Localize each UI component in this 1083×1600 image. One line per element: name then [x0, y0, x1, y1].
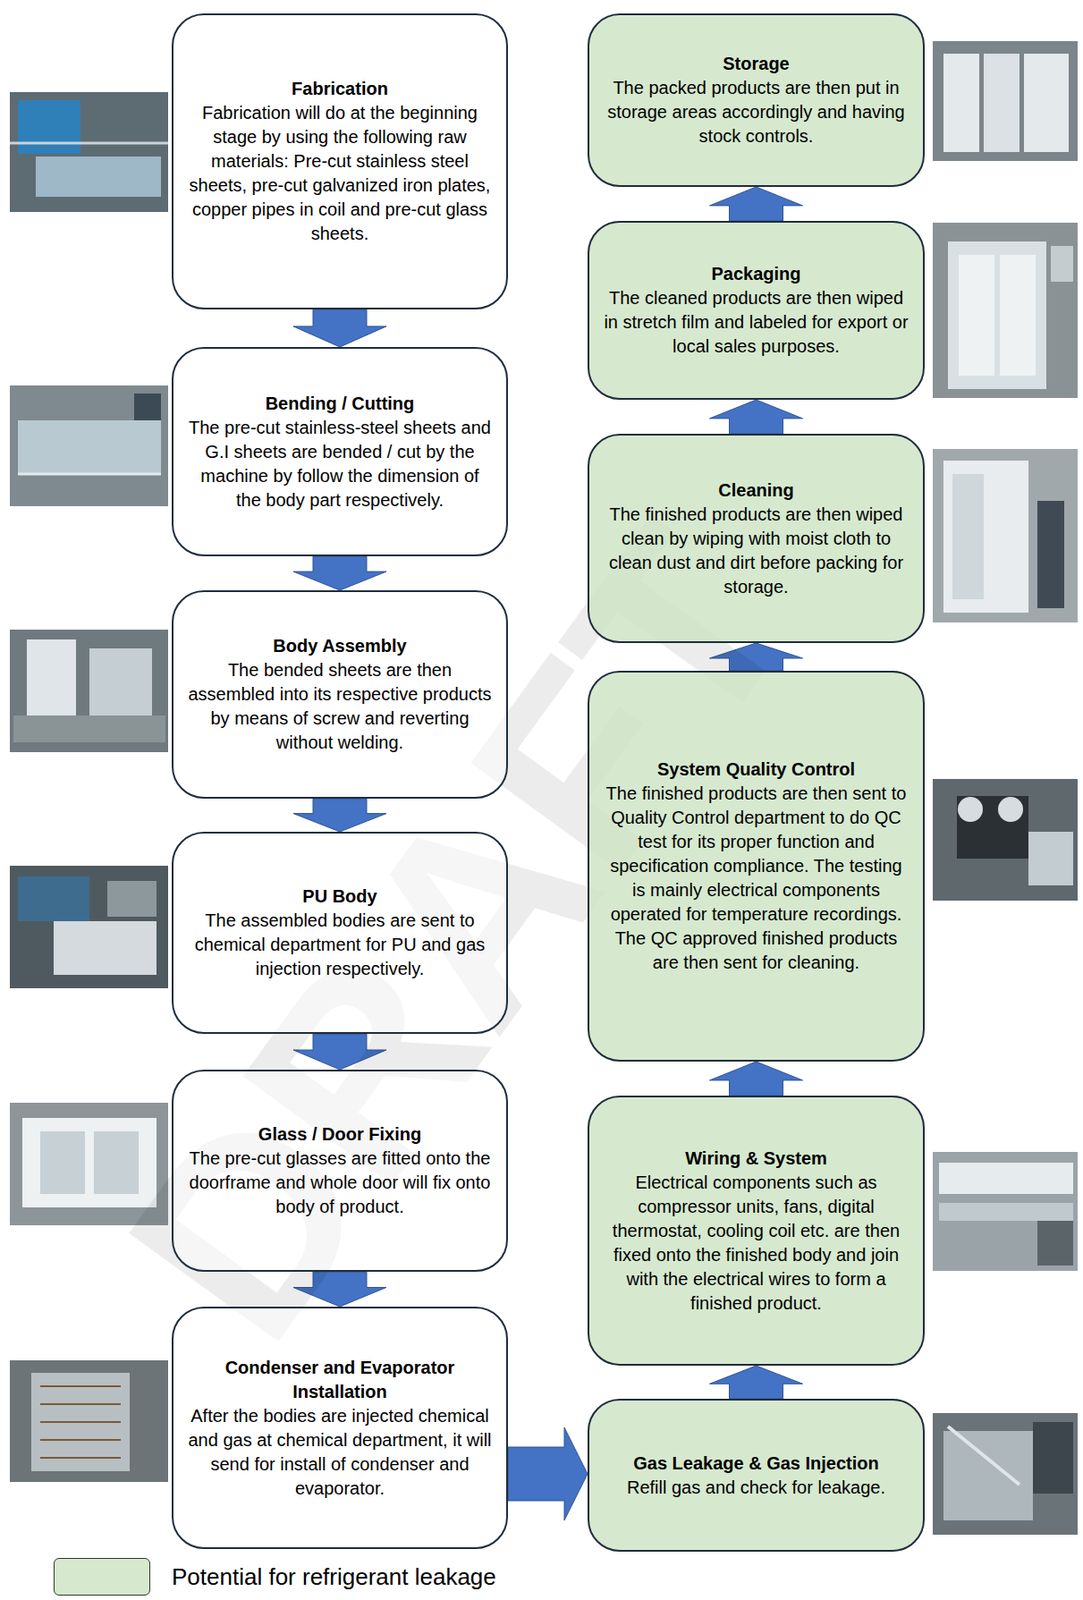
- step-title: Glass / Door Fixing: [186, 1122, 494, 1147]
- step-title: Bending / Cutting: [186, 391, 494, 416]
- process-box: Body AssemblyThe bended sheets are then …: [171, 590, 508, 799]
- box-text: CleaningThe finished products are then w…: [601, 478, 911, 600]
- legend-text: Potential for refrigerant leakage: [171, 1562, 497, 1591]
- step-description: The assembled bodies are sent to chemica…: [186, 908, 494, 982]
- photo: [932, 1412, 1078, 1535]
- block-arrow: [507, 1427, 588, 1521]
- step-title: Cleaning: [601, 478, 911, 503]
- step-description: The pre-cut stainless-steel sheets and G…: [186, 415, 494, 513]
- step-title: Condenser and Evaporator Installation: [186, 1355, 494, 1405]
- process-box: Wiring & SystemElectrical components suc…: [587, 1095, 925, 1366]
- process-box: PackagingThe cleaned products are then w…: [587, 220, 925, 400]
- photo: [932, 41, 1078, 161]
- step-description: The cleaned products are then wiped in s…: [601, 286, 911, 359]
- process-box: FabricationFabrication will do at the be…: [171, 13, 508, 310]
- process-box: Gas Leakage & Gas InjectionRefill gas an…: [587, 1398, 925, 1552]
- photo: [932, 778, 1078, 901]
- step-title: System Quality Control: [601, 757, 911, 782]
- process-box: StorageThe packed products are then put …: [587, 13, 925, 187]
- block-arrow: [710, 643, 804, 671]
- box-text: FabricationFabrication will do at the be…: [186, 76, 494, 246]
- photo: [9, 865, 169, 989]
- process-box: Condenser and Evaporator InstallationAft…: [171, 1306, 508, 1549]
- process-box: System Quality ControlThe finished produ…: [587, 670, 925, 1062]
- step-title: Storage: [601, 51, 911, 77]
- photo: [9, 1102, 169, 1226]
- step-title: Fabrication: [186, 76, 494, 102]
- block-arrow: [293, 798, 387, 832]
- step-title: Packaging: [601, 262, 911, 287]
- step-description: Refill gas and check for leakage.: [601, 1475, 911, 1500]
- step-title: PU Body: [186, 884, 494, 909]
- step-title: Gas Leakage & Gas Injection: [601, 1451, 911, 1476]
- legend-swatch: [53, 1557, 151, 1596]
- process-box: PU BodyThe assembled bodies are sent to …: [171, 831, 508, 1034]
- process-box: Glass / Door FixingThe pre-cut glasses a…: [171, 1069, 508, 1272]
- block-arrow: [293, 1271, 387, 1307]
- step-description: Electrical components such as compressor…: [601, 1170, 911, 1316]
- photo: [932, 222, 1078, 398]
- process-box: CleaningThe finished products are then w…: [587, 433, 925, 644]
- step-title: Wiring & System: [601, 1146, 911, 1171]
- step-description: The pre-cut glasses are fitted onto the …: [186, 1146, 494, 1219]
- box-text: Wiring & SystemElectrical components suc…: [601, 1146, 911, 1316]
- block-arrow: [710, 399, 804, 434]
- block-arrow: [293, 556, 387, 591]
- step-description: The finished products are then sent to Q…: [601, 781, 911, 975]
- step-description: The finished products are then wiped cle…: [601, 502, 911, 600]
- photo: [9, 385, 169, 507]
- step-description: The bended sheets are then assembled int…: [186, 658, 494, 755]
- box-text: Bending / CuttingThe pre-cut stainless-s…: [186, 391, 494, 513]
- box-text: PackagingThe cleaned products are then w…: [601, 262, 911, 359]
- photo: [9, 1360, 169, 1482]
- box-text: System Quality ControlThe finished produ…: [601, 757, 911, 975]
- photo: [932, 448, 1078, 623]
- box-text: Glass / Door FixingThe pre-cut glasses a…: [186, 1122, 494, 1219]
- step-title: Body Assembly: [186, 634, 494, 659]
- box-text: Condenser and Evaporator InstallationAft…: [186, 1355, 494, 1501]
- step-description: Fabrication will do at the beginning sta…: [186, 101, 494, 246]
- box-text: Gas Leakage & Gas InjectionRefill gas an…: [601, 1451, 911, 1500]
- block-arrow: [710, 186, 804, 221]
- block-arrow: [293, 1033, 387, 1070]
- photo: [9, 629, 169, 753]
- box-text: Body AssemblyThe bended sheets are then …: [186, 634, 494, 755]
- step-description: After the bodies are injected chemical a…: [186, 1404, 494, 1501]
- process-box: Bending / CuttingThe pre-cut stainless-s…: [171, 346, 508, 557]
- block-arrow: [710, 1365, 804, 1399]
- step-description: The packed products are then put in stor…: [601, 76, 911, 149]
- box-text: PU BodyThe assembled bodies are sent to …: [186, 884, 494, 982]
- block-arrow: [293, 309, 387, 347]
- box-text: StorageThe packed products are then put …: [601, 51, 911, 149]
- photo: [9, 92, 169, 212]
- photo: [932, 1151, 1078, 1271]
- block-arrow: [710, 1061, 804, 1096]
